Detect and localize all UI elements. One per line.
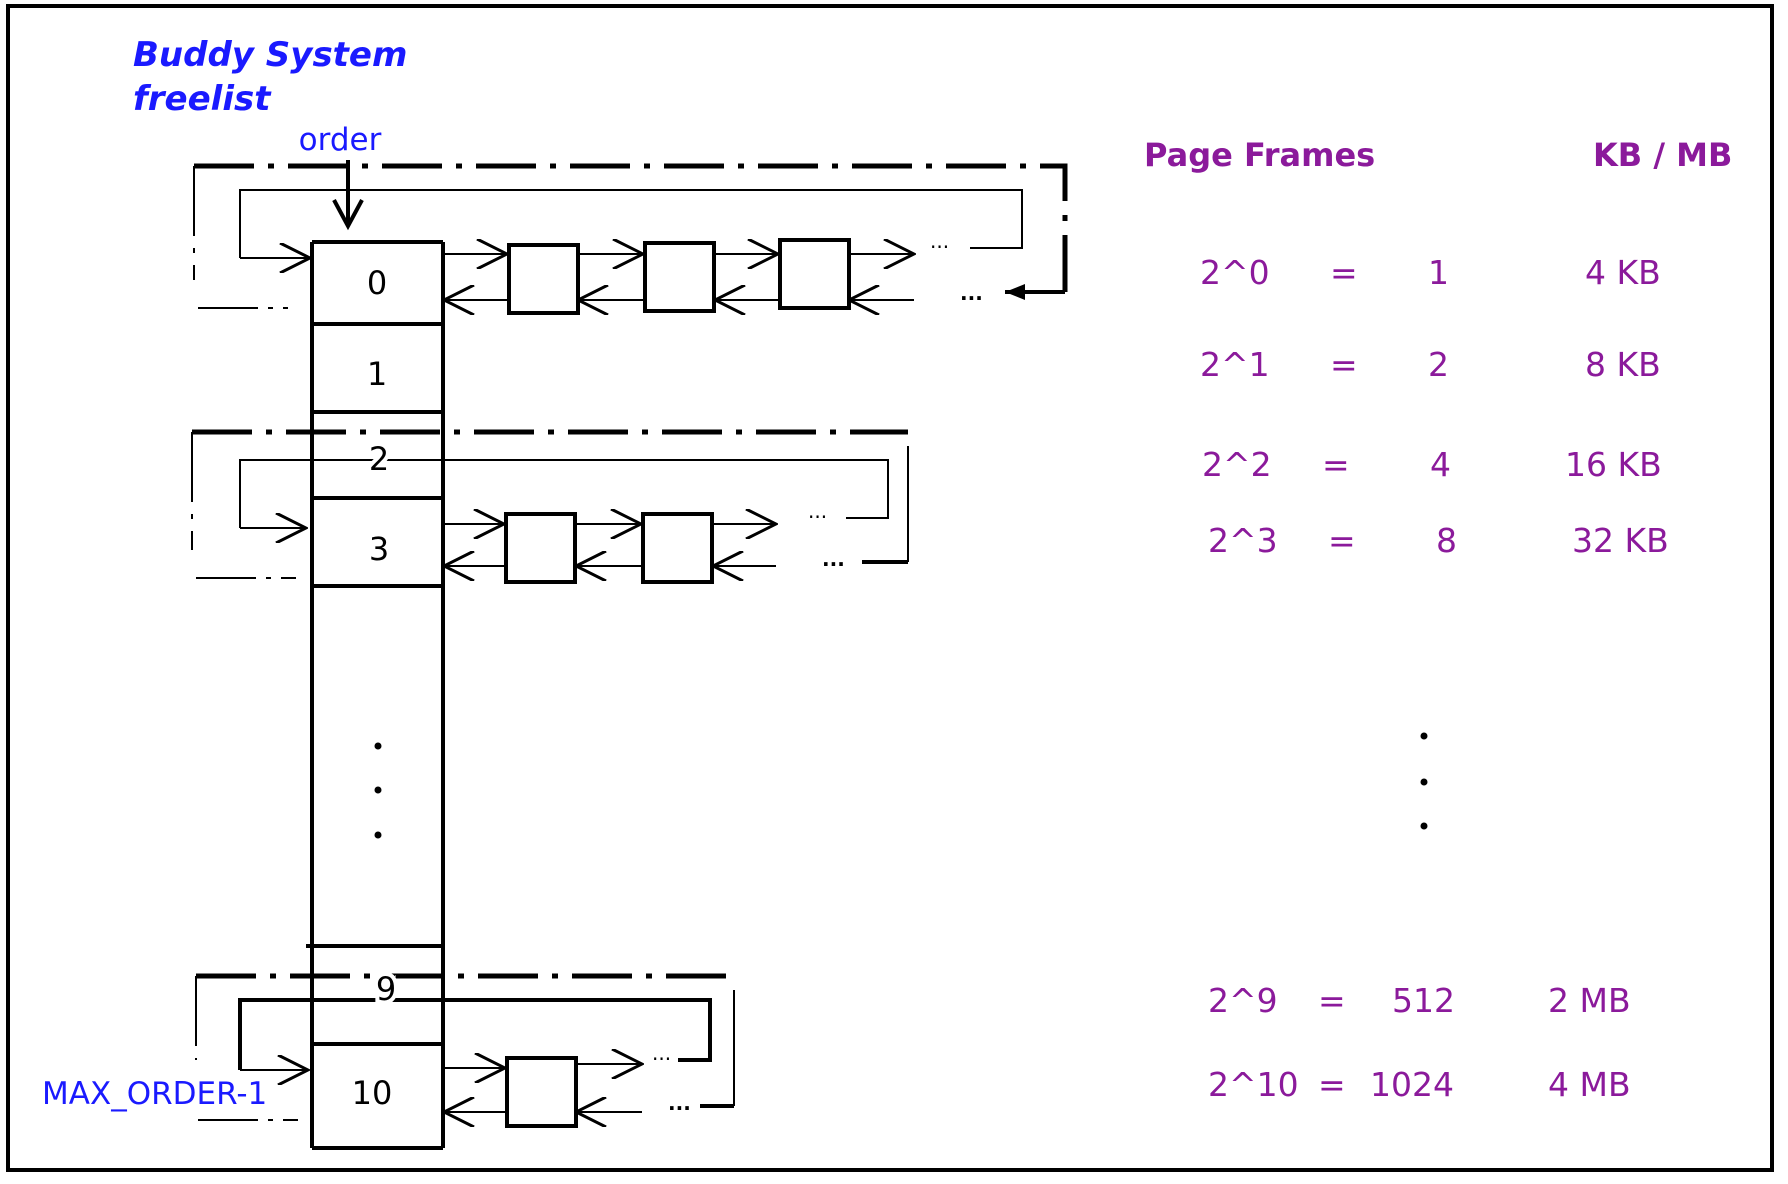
order-0-list bbox=[193, 163, 1068, 308]
freelist-cell-10: 10 bbox=[352, 1074, 393, 1112]
row-0-count: 1 bbox=[1428, 253, 1449, 292]
order-10-list bbox=[195, 973, 736, 1120]
row-5-count: 1024 bbox=[1370, 1065, 1454, 1104]
page-frames-header: Page Frames bbox=[1144, 136, 1375, 174]
row-0-eq: = bbox=[1330, 253, 1358, 292]
order-0-block-3 bbox=[778, 238, 851, 310]
order-3-ellipsis-bottom: ... bbox=[822, 547, 845, 571]
row-2-size: 16 KB bbox=[1565, 445, 1662, 484]
row-0-size: 4 KB bbox=[1585, 253, 1661, 292]
table-vertical-ellipsis bbox=[1420, 732, 1428, 830]
row-5-size: 4 MB bbox=[1548, 1065, 1631, 1104]
row-5-eq: = bbox=[1318, 1065, 1346, 1104]
row-2-expr: 2^2 bbox=[1202, 445, 1272, 484]
freelist-array bbox=[306, 240, 445, 1150]
order-10-ellipsis-bottom: ... bbox=[668, 1091, 691, 1115]
order-3-ellipsis-top: ... bbox=[808, 499, 827, 523]
row-1-eq: = bbox=[1330, 345, 1358, 384]
order-arrow-head bbox=[332, 199, 364, 231]
row-3-eq: = bbox=[1328, 521, 1356, 560]
order-0-block-2 bbox=[643, 241, 716, 313]
row-5-expr: 2^10 bbox=[1208, 1065, 1299, 1104]
row-2-eq: = bbox=[1322, 445, 1350, 484]
table-row: 2^10 = 1024 4 MB bbox=[1208, 1065, 1631, 1104]
freelist-cell-2: 2 bbox=[369, 440, 389, 478]
size-header: KB / MB bbox=[1593, 136, 1732, 174]
row-4-size: 2 MB bbox=[1548, 981, 1631, 1020]
row-1-count: 2 bbox=[1428, 345, 1449, 384]
row-3-expr: 2^3 bbox=[1208, 521, 1278, 560]
row-0-expr: 2^0 bbox=[1200, 253, 1270, 292]
order-3-block-2 bbox=[641, 512, 714, 584]
max-order-label: MAX_ORDER-1 bbox=[42, 1076, 267, 1112]
order-3-block-1 bbox=[504, 512, 577, 584]
row-2-count: 4 bbox=[1430, 445, 1451, 484]
order-0-ellipsis-bottom: ... bbox=[960, 281, 983, 305]
order-10-block-1 bbox=[505, 1056, 578, 1128]
table-row: 2^0 = 1 4 KB bbox=[1200, 253, 1661, 292]
table-row: 2^3 = 8 32 KB bbox=[1208, 521, 1669, 560]
freelist-cell-3: 3 bbox=[369, 530, 389, 568]
table-row: 2^9 = 512 2 MB bbox=[1208, 981, 1631, 1020]
diagram-title-line2: freelist bbox=[133, 79, 272, 119]
table-row: 2^1 = 2 8 KB bbox=[1200, 345, 1661, 384]
freelist-cell-9: 9 bbox=[376, 970, 396, 1008]
order-label: order bbox=[299, 122, 382, 158]
freelist-vertical-ellipsis bbox=[374, 742, 382, 839]
order-0-ellipsis-top: ... bbox=[930, 229, 949, 253]
order-0-block-1 bbox=[507, 243, 580, 315]
row-1-size: 8 KB bbox=[1585, 345, 1661, 384]
order-10-ellipsis-top: ... bbox=[652, 1041, 671, 1065]
freelist-cell-1: 1 bbox=[367, 355, 387, 393]
row-4-count: 512 bbox=[1392, 981, 1455, 1020]
diagram-title-line1: Buddy System bbox=[133, 35, 407, 75]
row-1-expr: 2^1 bbox=[1200, 345, 1270, 384]
freelist-cell-0: 0 bbox=[367, 264, 387, 302]
row-3-size: 32 KB bbox=[1572, 521, 1669, 560]
table-row: 2^2 = 4 16 KB bbox=[1202, 445, 1662, 484]
row-4-expr: 2^9 bbox=[1208, 981, 1278, 1020]
order-3-list bbox=[191, 429, 909, 578]
row-3-count: 8 bbox=[1436, 521, 1457, 560]
row-4-eq: = bbox=[1318, 981, 1346, 1020]
